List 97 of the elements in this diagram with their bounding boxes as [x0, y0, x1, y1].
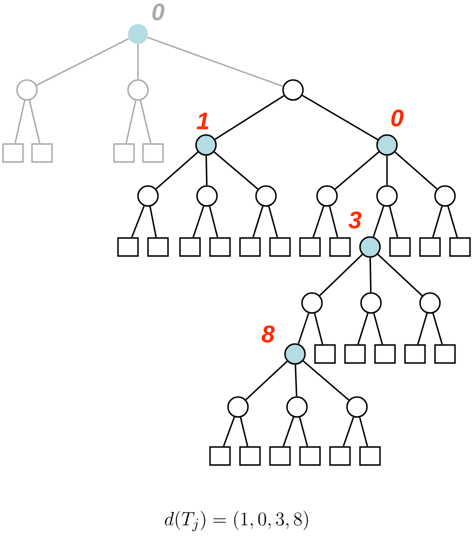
tree-edge [447, 206, 458, 238]
tree-edge [125, 100, 136, 144]
leaf-box [239, 237, 261, 257]
leaf-box [404, 344, 426, 364]
tree-edge [342, 416, 354, 446]
tree-edge [394, 152, 438, 190]
leaf-box [419, 237, 441, 257]
tree-edge [369, 258, 372, 292]
caption: $d(T_j) = (1, 0, 3, 8)$ [164, 510, 308, 532]
leaf-box [359, 446, 381, 466]
leaf-box [269, 446, 291, 466]
tree-edge [240, 417, 248, 446]
leaf-box [374, 344, 396, 364]
tree-edge [372, 206, 384, 238]
tree-node [376, 185, 398, 207]
tree-node [196, 185, 218, 207]
tree-edge [312, 206, 324, 238]
tree-edge [14, 100, 26, 144]
tree-edge [214, 151, 258, 190]
tree-edge [222, 416, 235, 447]
tree-node [286, 396, 308, 418]
tree-edge [208, 206, 218, 238]
tree-edge [268, 206, 278, 238]
tree-edge [36, 38, 130, 86]
tree-node [434, 185, 456, 207]
leaf-box [209, 446, 231, 466]
leaf-box [314, 344, 336, 364]
leaf-box [209, 237, 231, 257]
tree-edge [294, 364, 298, 396]
leaf-box [329, 446, 351, 466]
tree-node [359, 236, 381, 258]
tree-node [284, 343, 306, 365]
node-label: 1 [196, 112, 208, 130]
tree-edge [373, 313, 384, 344]
tree-edge [302, 360, 350, 401]
leaf-box [142, 143, 164, 163]
tree-node [195, 134, 217, 156]
tree-edge [28, 100, 40, 144]
tree-edge [140, 100, 152, 144]
tree-node [346, 396, 368, 418]
leaf-box [31, 143, 53, 163]
tree-node [16, 79, 38, 101]
node-label: 8 [262, 326, 275, 342]
leaf-box [113, 143, 135, 163]
tree-edge [377, 254, 423, 296]
tree-edge [131, 206, 145, 238]
tree-edge [319, 254, 363, 296]
tree-node [255, 185, 277, 207]
tree-edge [298, 312, 310, 344]
leaf-box [239, 446, 261, 466]
tree-edge [314, 313, 324, 344]
leaf-box [329, 237, 351, 257]
tree-node [419, 292, 441, 314]
tree-edge [386, 156, 388, 186]
tree-edge [359, 417, 368, 446]
leaf-box [299, 446, 321, 466]
tree-edge [156, 152, 198, 190]
tree-node [360, 292, 382, 314]
tree-edge [147, 36, 284, 88]
tree-edge [192, 206, 204, 238]
tree-edge [334, 151, 380, 190]
tree-edge [205, 156, 208, 186]
leaf-box [147, 237, 169, 257]
leaf-box [344, 344, 366, 364]
tree-node [301, 292, 323, 314]
tree-edge [357, 313, 368, 344]
tree-edge [388, 206, 398, 238]
tree-edge [328, 206, 338, 238]
tree-edge [432, 313, 443, 344]
tree-node [376, 134, 398, 156]
leaf-box [179, 237, 201, 257]
node-label: 0 [391, 110, 404, 126]
leaf-box [434, 344, 456, 364]
tree-edge [149, 206, 157, 238]
tree-node [316, 185, 338, 207]
tree-edge [282, 416, 294, 446]
leaf-box [117, 237, 139, 257]
node-label: 0 [152, 4, 164, 20]
tree-node [137, 185, 159, 207]
tree-edge [252, 206, 264, 238]
leaf-box [2, 143, 24, 163]
leaf-box [269, 237, 291, 257]
tree-node [227, 396, 249, 418]
tree-edge [302, 94, 378, 140]
leaf-box [299, 237, 321, 257]
tree-node [128, 24, 148, 44]
tree-edge [432, 206, 443, 238]
tree-edge [137, 44, 139, 80]
leaf-box [389, 237, 411, 257]
tree-node [282, 79, 304, 101]
node-label: 3 [348, 212, 362, 228]
tree-edge [214, 95, 284, 140]
leaf-box [449, 237, 471, 257]
tree-edge [299, 417, 308, 446]
tree-edge [417, 313, 428, 344]
tree-node [127, 79, 149, 101]
tree-edge [245, 360, 288, 400]
